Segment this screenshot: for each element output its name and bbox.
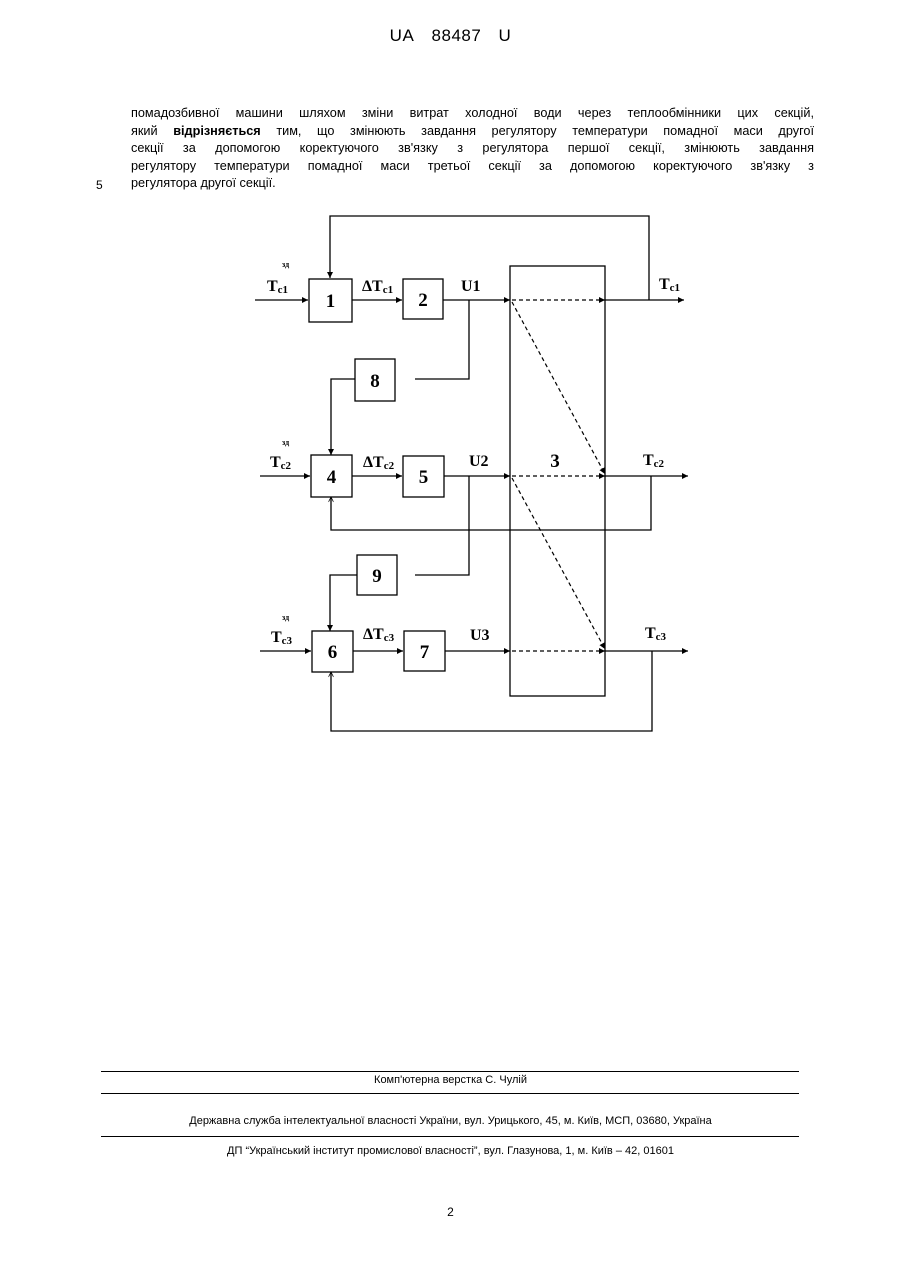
feedback-3-line — [331, 651, 652, 731]
block-7-label: 7 — [420, 642, 430, 663]
block-3-label: 3 — [550, 451, 560, 472]
correction-9-line — [330, 575, 357, 631]
tc3-sup: зд — [282, 613, 289, 622]
footer-rule-top — [101, 1071, 799, 1072]
u3-label: U3 — [470, 627, 490, 644]
dtc2-label: ΔTc2 — [363, 454, 395, 472]
layout-credit: Комп'ютерна верстка С. Чулій — [0, 1074, 901, 1086]
block-6-label: 6 — [328, 642, 338, 663]
u2-correction-line — [415, 476, 469, 575]
block-8-label: 8 — [370, 371, 380, 392]
paragraph-line: помадозбивної машини шляхом зміни витрат… — [131, 105, 814, 123]
agency-address: Державна служба інтелектуальної власност… — [0, 1115, 901, 1127]
institute-address: ДП “Український інститут промислової вла… — [0, 1145, 901, 1157]
block-1-label: 1 — [326, 291, 336, 312]
tc1-sup: зд — [282, 260, 289, 269]
dashed-link-2-3 — [512, 478, 605, 649]
block-3 — [510, 266, 605, 696]
dashed-link-1-2 — [512, 302, 605, 474]
document-kind: U — [499, 26, 512, 45]
page-number: 2 — [0, 1205, 901, 1219]
feedback-2-line — [331, 476, 651, 530]
u2-label: U2 — [469, 453, 489, 470]
block-9-label: 9 — [372, 566, 382, 587]
paragraph-line: секції за допомогою коректуючого зв'язку… — [131, 140, 814, 158]
correction-8-line — [331, 379, 355, 455]
patent-number: 88487 — [432, 26, 482, 45]
tc3-label: Tc3 — [271, 629, 293, 647]
line-number: 5 — [96, 178, 103, 192]
paragraph-line: який відрізняється тим, що змінюють завд… — [131, 123, 814, 141]
footer-rule-middle — [101, 1093, 799, 1094]
u1-correction-line — [415, 300, 469, 379]
footer-rule-bottom — [101, 1136, 799, 1137]
out1-label: Tc1 — [659, 276, 680, 294]
tc2-sup: зд — [282, 438, 289, 447]
document-header: UA 88487 U — [0, 26, 901, 46]
block-5-label: 5 — [419, 467, 429, 488]
claim-paragraph: помадозбивної машини шляхом зміни витрат… — [131, 105, 814, 193]
paragraph-line: регулятору температури помадної маси тре… — [131, 158, 814, 176]
tc1-label: Tc1 — [267, 278, 288, 296]
tc2-label: Tc2 — [270, 454, 292, 472]
out3-label: Tc3 — [645, 625, 667, 643]
out2-label: Tc2 — [643, 452, 665, 470]
dtc1-label: ΔTc1 — [362, 278, 393, 296]
u1-label: U1 — [461, 278, 481, 295]
control-block-diagram: 1 2 8 4 5 3 9 6 7 U1 U2 U3 зд Tc1 зд Tc2… — [240, 205, 710, 745]
paragraph-line: регулятора другої секції. — [131, 175, 814, 193]
dtc3-label: ΔTc3 — [363, 626, 395, 644]
emphasis-word: відрізняється — [173, 124, 261, 138]
block-2-label: 2 — [418, 290, 428, 311]
office-code: UA — [390, 26, 415, 45]
block-4-label: 4 — [327, 467, 337, 488]
